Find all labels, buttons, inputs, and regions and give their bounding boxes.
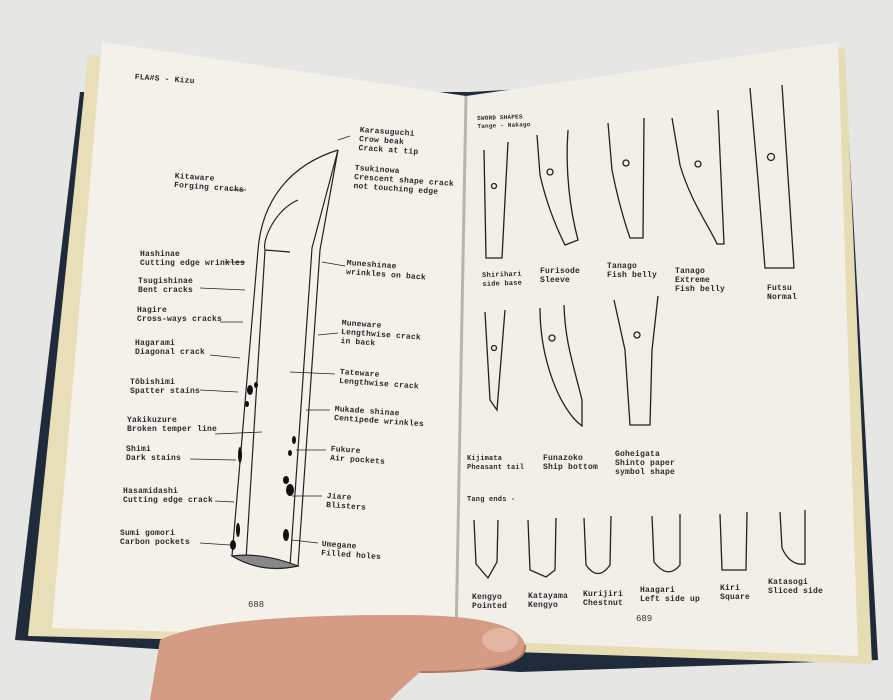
- tang-shape-drawings: [473, 84, 806, 580]
- sword-flaws-diagram: [189, 135, 351, 570]
- hand: [150, 615, 527, 700]
- right-page: [456, 42, 858, 656]
- page-number-left: 688: [248, 600, 265, 610]
- page-number-right: 689: [636, 614, 653, 624]
- gutter: [454, 95, 468, 641]
- tang-ends-title: Tang ends -: [467, 496, 516, 504]
